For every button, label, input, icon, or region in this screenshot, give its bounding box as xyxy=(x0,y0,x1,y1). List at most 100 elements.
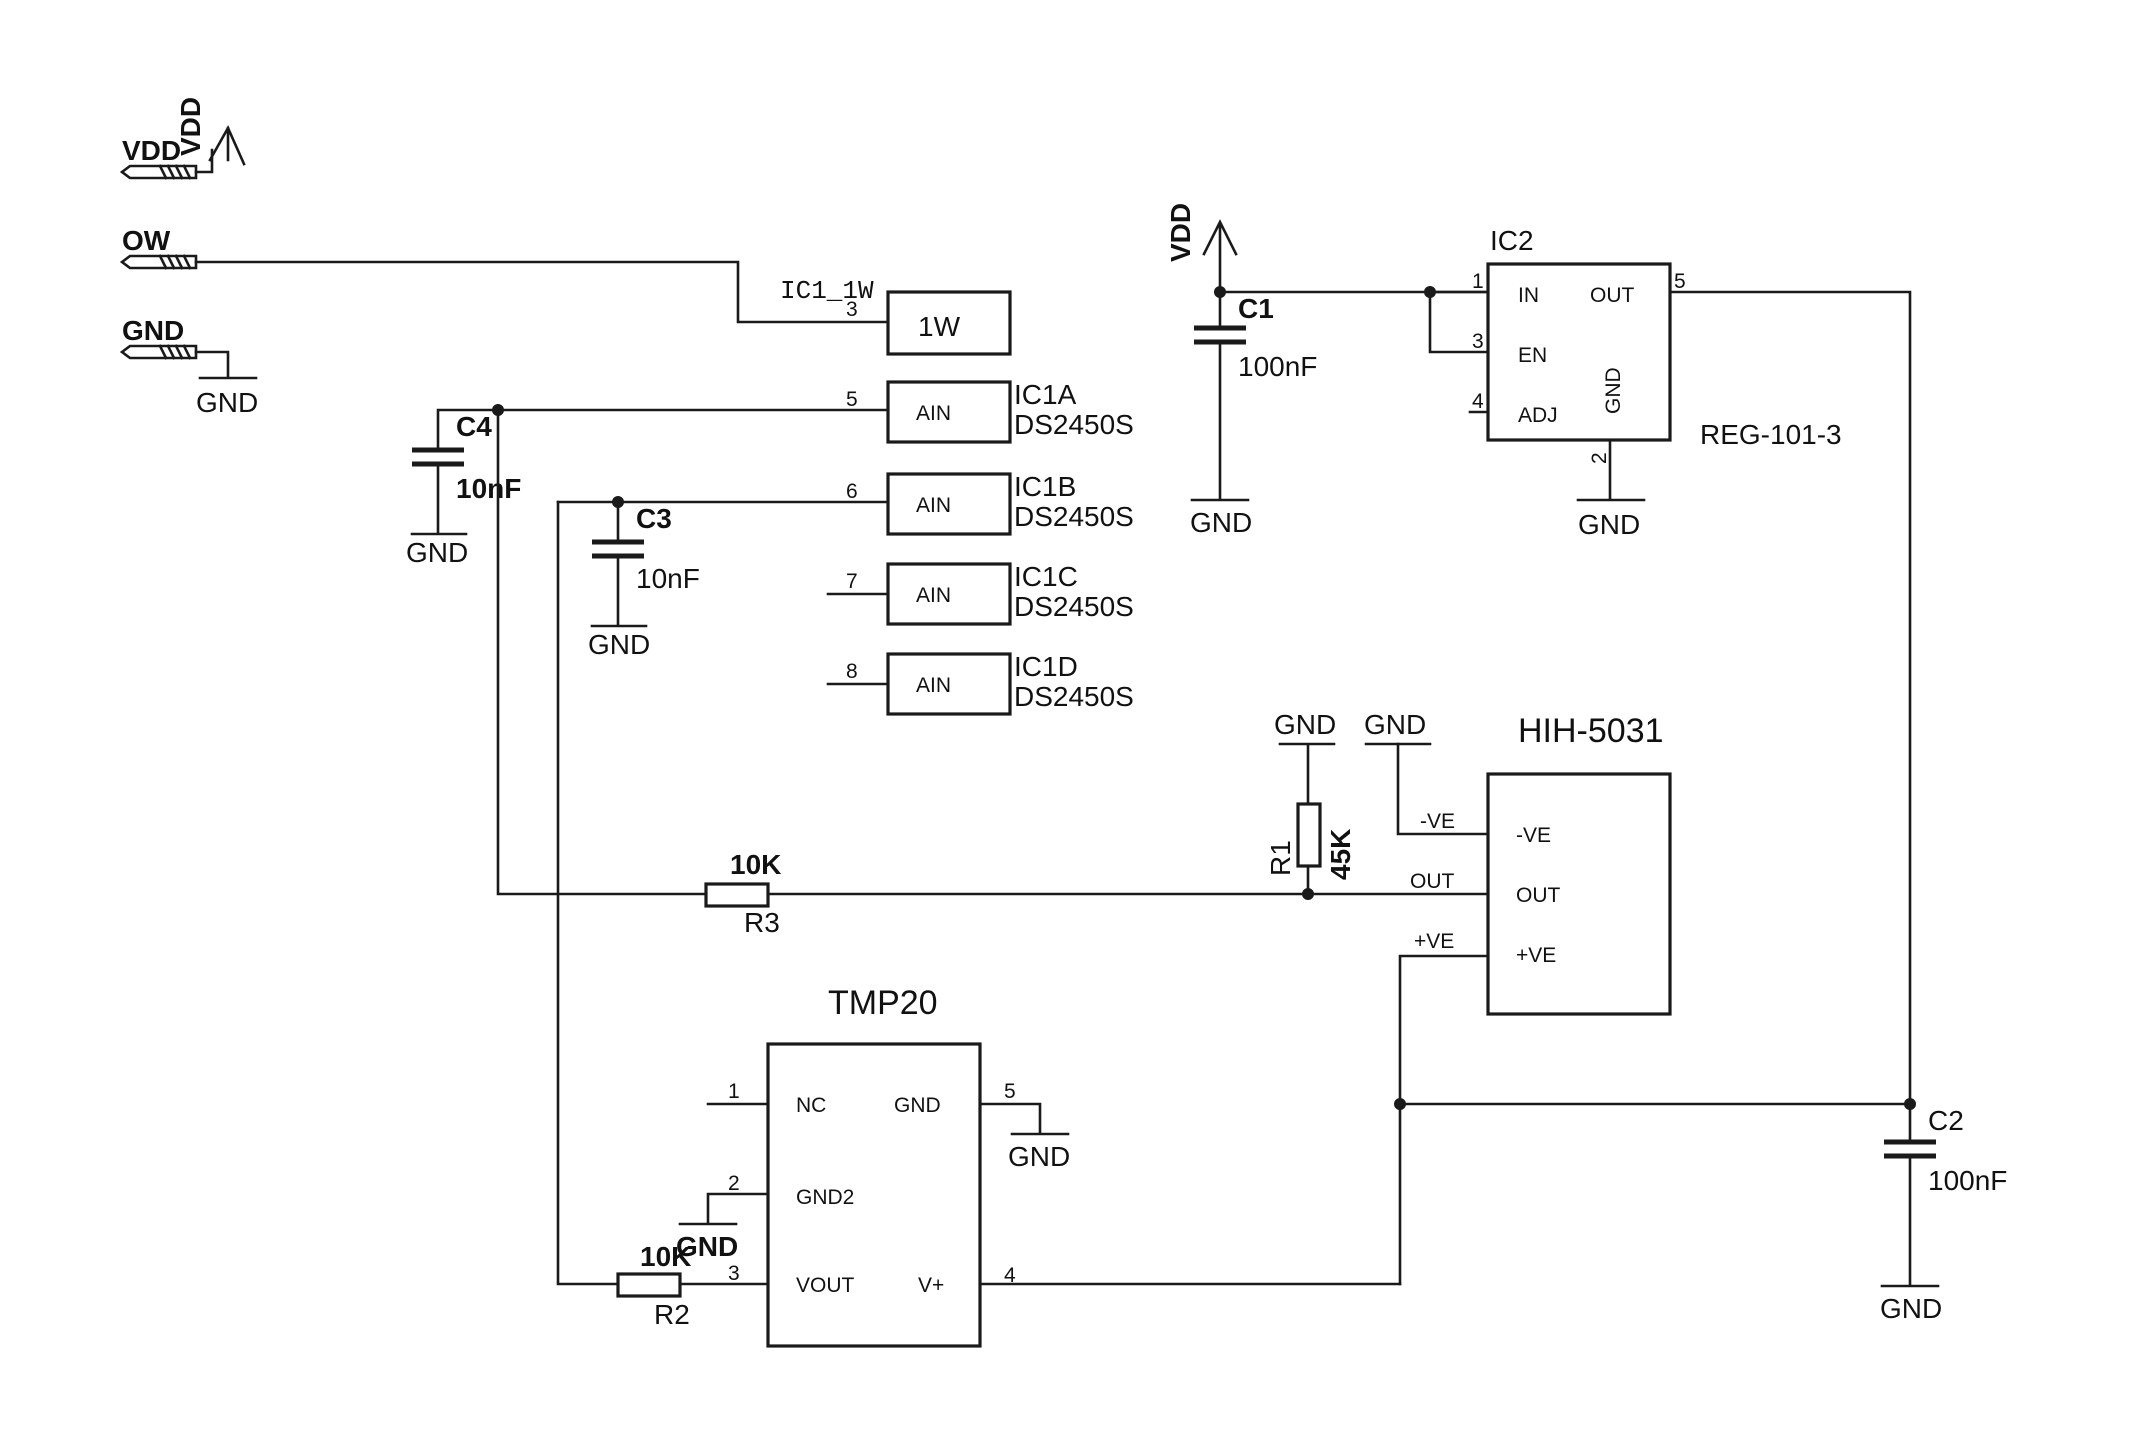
ic1-1w-pin: 3 xyxy=(846,298,858,321)
ic1c-name: IC1C xyxy=(1014,561,1078,592)
ic2-pin-gnd: GND xyxy=(1602,367,1625,414)
ic1a-unit: AIN IC1A DS2450S 5 xyxy=(846,379,1134,444)
hih5031-sensor: HIH-5031 -VE OUT +VE -VE OUT +VE GND xyxy=(1364,709,1672,1286)
tmp20-pinnum-nc: 1 xyxy=(728,1080,740,1103)
c4-capacitor: C4 10nF GND xyxy=(406,404,890,568)
c4-gnd-label: GND xyxy=(406,537,468,568)
ic1b-unit: AIN IC1B DS2450S 6 xyxy=(846,471,1134,536)
vdd-supply-arrow-icon xyxy=(208,125,246,166)
ow-net-wire xyxy=(194,260,890,324)
ic1b-pin: 6 xyxy=(846,480,858,503)
c3-r2-wire xyxy=(556,500,620,1286)
tmp20-pin-nc: NC xyxy=(796,1094,826,1117)
c4-r3-wire xyxy=(496,408,708,896)
tmp20-pin-vplus: V+ xyxy=(918,1274,944,1297)
ic2-pin-adj: ADJ xyxy=(1518,404,1558,427)
c4-ref: C4 xyxy=(456,411,492,442)
ic1d-name: IC1D xyxy=(1014,651,1078,682)
tmp20-gnd-label: GND xyxy=(1008,1141,1070,1172)
ow-connector-label: OW xyxy=(122,225,171,256)
ic1c-part: DS2450S xyxy=(1014,591,1134,622)
hih-part: HIH-5031 xyxy=(1518,712,1664,750)
ic1a-part: DS2450S xyxy=(1014,409,1134,440)
hih-gnd-label: GND xyxy=(1364,709,1426,740)
tmp20-gnd2-label: GND xyxy=(676,1231,738,1262)
r2-value: 10K xyxy=(640,1241,691,1272)
ic2-pinnum-out: 5 xyxy=(1674,270,1686,293)
r1-value: 45K xyxy=(1325,829,1356,880)
ic1b-name: IC1B xyxy=(1014,471,1076,502)
hih-pin-neg: -VE xyxy=(1516,824,1551,847)
c3-ref: C3 xyxy=(636,503,672,534)
ic2-pin-out: OUT xyxy=(1590,284,1635,307)
ic2-ref: IC2 xyxy=(1490,225,1534,256)
ic2-pinnum-gnd: 2 xyxy=(1588,452,1611,464)
r1-gnd-label: GND xyxy=(1274,709,1336,740)
ic1c-pin: 7 xyxy=(846,570,858,593)
c4-value: 10nF xyxy=(456,473,521,504)
ic1-1w-body: 1W xyxy=(918,311,961,342)
ic2-pin-in: IN xyxy=(1518,284,1539,307)
ic1b-part: DS2450S xyxy=(1014,501,1134,532)
gnd-connector-label: GND xyxy=(122,315,184,346)
tmp20-pinnum-gnd: 5 xyxy=(1004,1080,1016,1103)
c1-gnd-label: GND xyxy=(1190,507,1252,538)
hih-net-pos: +VE xyxy=(1414,930,1454,953)
ic1c-unit: AIN IC1C DS2450S 7 xyxy=(826,561,1134,626)
hih-pin-out: OUT xyxy=(1516,884,1561,907)
hih-net-neg: -VE xyxy=(1420,810,1455,833)
ic1a-name: IC1A xyxy=(1014,379,1077,410)
tmp20-part: TMP20 xyxy=(828,984,938,1022)
tmp20-pin-gnd: GND xyxy=(894,1094,941,1117)
ic2-pinnum-adj: 4 xyxy=(1472,390,1484,413)
gnd-symbol-icon xyxy=(194,350,258,380)
tmp20-pinnum-gnd2: 2 xyxy=(728,1172,740,1195)
c1-value: 100nF xyxy=(1238,351,1317,382)
c2-value: 100nF xyxy=(1928,1165,2007,1196)
c2-capacitor: C2 100nF GND xyxy=(1880,1098,2007,1324)
ic2-part: REG-101-3 xyxy=(1700,419,1842,450)
c3-gnd-label: GND xyxy=(588,629,650,660)
c3-capacitor: C3 10nF GND xyxy=(556,496,890,660)
c2-ref: C2 xyxy=(1928,1105,1964,1136)
r1-ref: R1 xyxy=(1265,840,1296,876)
vdd-connector-label: VDD xyxy=(122,135,181,166)
tmp20-sensor: TMP20 NC GND2 VOUT GND V+ 1 2 3 5 4 GND … xyxy=(676,984,1402,1348)
ic2-regulator: IC2 IN EN ADJ OUT GND 1 3 4 5 2 GND REG-… xyxy=(1424,225,1912,1106)
r3-resistor: 10K R3 xyxy=(704,849,1490,938)
r3-ref: R3 xyxy=(744,907,780,938)
ic2-pinnum-in: 1 xyxy=(1472,270,1484,293)
r1-resistor: GND R1 45K xyxy=(1265,709,1356,900)
ic1d-pin: 8 xyxy=(846,660,858,683)
ic1-1w-ref: IC1_1W xyxy=(780,276,874,306)
ic1d-part: DS2450S xyxy=(1014,681,1134,712)
ic1d-unit: AIN IC1D DS2450S 8 xyxy=(826,651,1134,716)
c1-ref: C1 xyxy=(1238,293,1274,324)
ic2-gnd-label: GND xyxy=(1578,509,1640,540)
ic2-pin-en: EN xyxy=(1518,344,1547,367)
tmp20-pin-gnd2: GND2 xyxy=(796,1186,854,1209)
vdd-connector: VDD VDD xyxy=(119,97,246,180)
tmp20-pinnum-vout: 3 xyxy=(728,1262,740,1285)
ic1a-pin: 5 xyxy=(846,388,858,411)
vdd-arrow-icon xyxy=(1202,219,1238,294)
tmp20-pin-vout: VOUT xyxy=(796,1274,855,1297)
c2-gnd-label: GND xyxy=(1880,1293,1942,1324)
vdd-rotated-label: VDD xyxy=(175,97,206,156)
hih-net-out: OUT xyxy=(1410,870,1455,893)
r2-ref: R2 xyxy=(654,1299,690,1330)
ic1c-body: AIN xyxy=(916,584,951,607)
c3-value: 10nF xyxy=(636,563,700,594)
ic1a-body: AIN xyxy=(916,402,951,425)
ic1-1w-unit: IC1_1W 1W 3 xyxy=(780,276,1012,356)
c1-capacitor: VDD C1 100nF GND xyxy=(1165,203,1317,538)
r3-value: 10K xyxy=(730,849,781,880)
ic1b-body: AIN xyxy=(916,494,951,517)
r2-resistor: 10K R2 xyxy=(616,1241,770,1330)
gnd-connector-gnd-label: GND xyxy=(196,387,258,418)
gnd-connector: GND GND xyxy=(119,315,258,418)
ow-connector: OW xyxy=(119,225,198,270)
hih-pin-pos: +VE xyxy=(1516,944,1556,967)
ic2-pinnum-en: 3 xyxy=(1472,330,1484,353)
